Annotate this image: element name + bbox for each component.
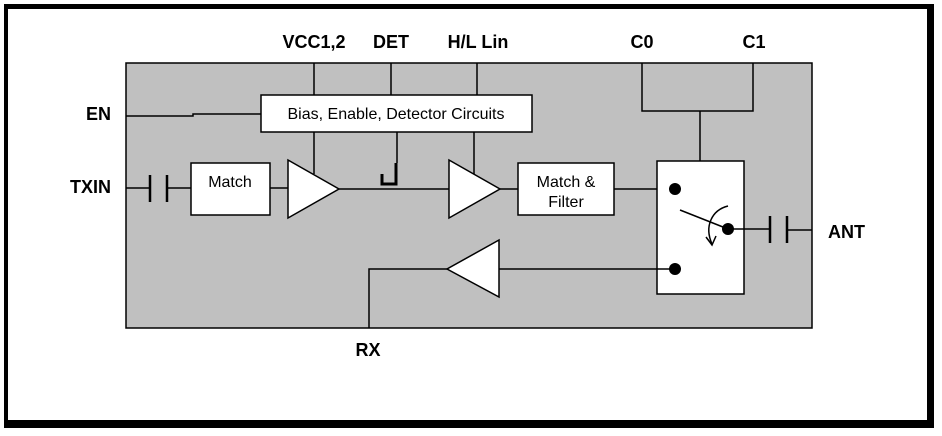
detector-coupler-icon: [380, 163, 398, 186]
pin-label-det: DET: [373, 32, 409, 52]
control-bus: [641, 63, 754, 112]
pin-label-rx: RX: [355, 340, 380, 360]
bias-enable-detector-block: [260, 94, 533, 133]
switch-arm: [679, 209, 729, 230]
match-block: [190, 162, 271, 216]
switch-arrowhead-icon: [705, 235, 717, 247]
bias-block-label: Bias, Enable, Detector Circuits: [288, 106, 505, 123]
lna-to-rx-wire: [368, 268, 447, 328]
pin-label-txin: TXIN: [70, 177, 111, 197]
power-amplifier: [448, 158, 502, 220]
pin-label-ant: ANT: [828, 222, 865, 242]
switch-rotation-arrow-icon: [708, 205, 729, 245]
pin-label-en: EN: [86, 104, 111, 124]
rx-lna: [445, 238, 500, 299]
pin-label-c0: C0: [630, 32, 653, 52]
driver-amplifier: [287, 158, 341, 220]
pin-label-c1: C1: [742, 32, 765, 52]
match-filter-label-line2: Filter: [548, 194, 584, 211]
match-filter-label-line1: Match &: [537, 174, 596, 191]
switch-tx-contact: [669, 183, 681, 195]
match-block-label: Match: [208, 174, 252, 191]
en-wire: [126, 113, 261, 117]
match-filter-block: [517, 162, 615, 216]
pin-label-vcc: VCC1,2: [282, 32, 345, 52]
pin-label-hl-lin: H/L Lin: [448, 32, 509, 52]
